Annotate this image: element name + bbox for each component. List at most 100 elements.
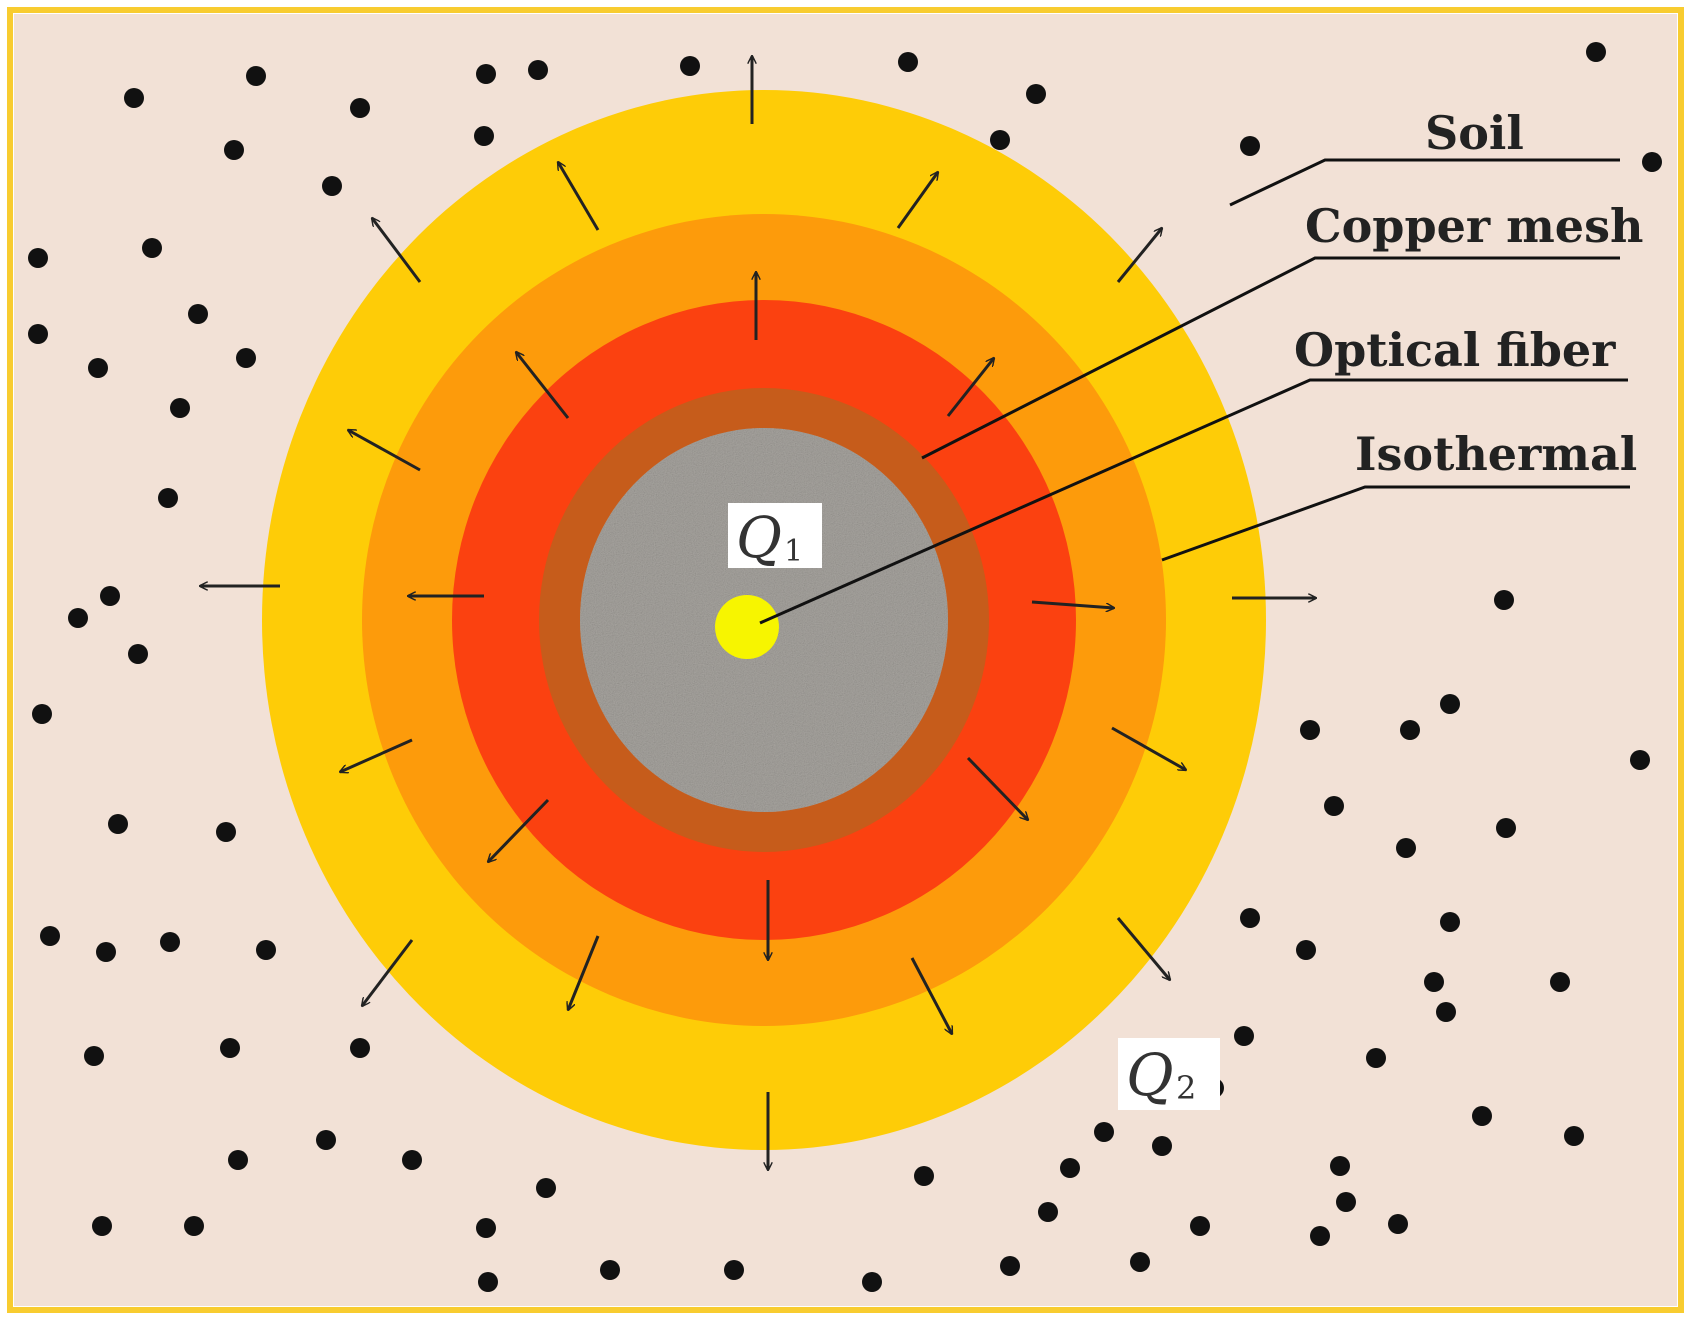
q2-symbol: Q — [1126, 1041, 1174, 1109]
soil-particle — [1234, 1026, 1254, 1046]
soil-particle — [478, 1272, 498, 1292]
heat-flow-arrow — [910, 957, 954, 1034]
soil-particle — [1152, 1136, 1172, 1156]
soil-particle — [528, 60, 548, 80]
soil-particle — [28, 324, 48, 344]
soil-particle — [1038, 1202, 1058, 1222]
heat-flow-arrow — [1116, 228, 1162, 283]
soil-particle — [316, 1130, 336, 1150]
heat-flow-arrow — [348, 428, 421, 472]
soil-particle — [1440, 694, 1460, 714]
soil-particle — [724, 1260, 744, 1280]
heat-flow-arrow — [1031, 600, 1114, 608]
soil-particle — [1642, 152, 1662, 172]
soil-particle — [680, 56, 700, 76]
soil-particle — [1190, 1216, 1210, 1236]
soil-particle — [124, 88, 144, 108]
copper-mesh-leader-line — [921, 256, 1620, 460]
soil-particle — [28, 248, 48, 268]
soil-particle — [1300, 720, 1320, 740]
soil-particle — [1564, 1126, 1584, 1146]
soil-particle — [1026, 84, 1046, 104]
soil-particle — [224, 140, 244, 160]
soil-particle — [1586, 42, 1606, 62]
heat-flow-arrow — [1111, 726, 1186, 772]
soil-particle — [1396, 838, 1416, 858]
soil-particle — [236, 348, 256, 368]
soil-particle — [92, 1216, 112, 1236]
soil-particle — [142, 238, 162, 258]
soil-particle — [1094, 1122, 1114, 1142]
soil-particle — [1550, 972, 1570, 992]
soil-leader-line — [1229, 158, 1620, 207]
soil-particle — [474, 126, 494, 146]
q2-label: Q 2 — [1118, 1038, 1220, 1110]
isothermal-leader-line — [1161, 485, 1630, 562]
soil-particle — [216, 822, 236, 842]
soil-particle — [246, 66, 266, 86]
soil-particle — [108, 814, 128, 834]
soil-particle — [228, 1150, 248, 1170]
soil-particle — [1400, 720, 1420, 740]
soil-particle — [1240, 908, 1260, 928]
soil-particle — [1630, 750, 1650, 770]
q2-subscript: 2 — [1176, 1069, 1196, 1107]
soil-particle — [32, 704, 52, 724]
soil-particle — [898, 52, 918, 72]
soil-particle — [220, 1038, 240, 1058]
heat-flow-arrow — [946, 358, 994, 417]
isothermal-label: Isothermal — [1355, 427, 1637, 481]
soil-particle — [1000, 1256, 1020, 1276]
soil-particle — [350, 98, 370, 118]
soil-particle — [96, 942, 116, 962]
soil-particle — [40, 926, 60, 946]
heat-flow-arrow — [568, 935, 600, 1010]
optical-fiber-label: Optical fiber — [1294, 323, 1616, 377]
soil-particle — [862, 1272, 882, 1292]
soil-particle — [160, 932, 180, 952]
heat-flow-arrow — [362, 939, 414, 1006]
soil-particle — [1130, 1252, 1150, 1272]
q1-symbol: Q — [736, 506, 782, 571]
soil-particle — [158, 488, 178, 508]
soil-particle — [914, 1166, 934, 1186]
soil-label: Soil — [1425, 106, 1524, 160]
soil-particle — [1496, 818, 1516, 838]
soil-particle — [1324, 796, 1344, 816]
optical-fiber-center — [715, 595, 779, 659]
soil-particle — [600, 1260, 620, 1280]
q1-label: Q 1 — [728, 503, 822, 571]
soil-particle — [1494, 590, 1514, 610]
soil-particle — [476, 64, 496, 84]
soil-particle — [184, 1216, 204, 1236]
soil-particle — [476, 1218, 496, 1238]
soil-particle — [990, 130, 1010, 150]
q2-label-background — [1118, 1038, 1220, 1110]
q1-subscript: 1 — [784, 534, 803, 569]
frame-border — [7, 7, 1684, 1313]
soil-particle — [350, 1038, 370, 1058]
soil-particle — [100, 586, 120, 606]
optical-fiber-leader-line — [759, 378, 1628, 625]
soil-particle — [68, 608, 88, 628]
soil-particle — [1310, 1226, 1330, 1246]
soil-particles — [28, 42, 1662, 1292]
soil-particle — [1440, 912, 1460, 932]
heat-flow-arrow — [1116, 917, 1170, 980]
soil-particle — [128, 644, 148, 664]
heat-flow-arrow — [556, 162, 600, 231]
soil-particle — [84, 1046, 104, 1066]
soil-particle — [1330, 1156, 1350, 1176]
soil-particle — [402, 1150, 422, 1170]
soil-particle — [1436, 1002, 1456, 1022]
soil-particle — [1336, 1192, 1356, 1212]
soil-particle — [1424, 972, 1444, 992]
heat-flow-arrow — [966, 756, 1028, 820]
soil-particle — [1366, 1048, 1386, 1068]
q1-label-background — [728, 503, 822, 568]
heat-flow-arrow — [372, 218, 422, 283]
heat-flow-arrow — [516, 352, 570, 419]
soil-particle — [1296, 940, 1316, 960]
heat-flow-arrow — [896, 172, 938, 229]
